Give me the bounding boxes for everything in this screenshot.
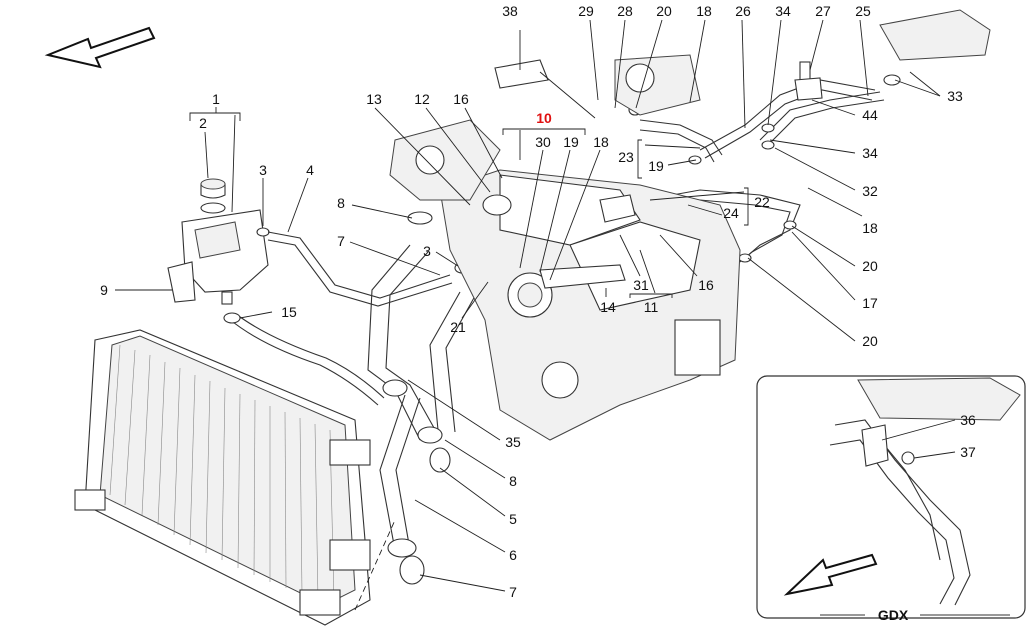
callout-28: 28 bbox=[617, 3, 633, 19]
callout-36: 36 bbox=[960, 412, 976, 428]
callout-numbers: 1 2 3 3 4 5 6 7 7 8 8 9 10 11 12 13 14 1… bbox=[100, 3, 976, 600]
callout-30: 30 bbox=[535, 134, 551, 150]
callout-17: 17 bbox=[862, 295, 878, 311]
callout-11: 11 bbox=[644, 299, 659, 315]
callout-29: 29 bbox=[578, 3, 594, 19]
callout-23: 23 bbox=[618, 149, 634, 165]
callout-1: 1 bbox=[212, 91, 220, 107]
callout-31: 31 bbox=[633, 277, 649, 293]
callout-18: 18 bbox=[593, 134, 609, 150]
callout-20: 20 bbox=[656, 3, 672, 19]
callout-44: 44 bbox=[862, 107, 878, 123]
callout-8: 8 bbox=[509, 473, 517, 489]
callout-26: 26 bbox=[735, 3, 751, 19]
callout-14: 14 bbox=[600, 299, 616, 315]
inset-gdx: GDX bbox=[756, 375, 1026, 623]
callout-34: 34 bbox=[775, 3, 791, 19]
callout-5: 5 bbox=[509, 511, 517, 527]
callout-19: 19 bbox=[563, 134, 579, 150]
callout-19: 19 bbox=[648, 158, 664, 174]
callout-16: 16 bbox=[453, 91, 469, 107]
inset-direction-arrow-icon bbox=[783, 553, 878, 596]
callout-21: 21 bbox=[450, 319, 466, 335]
callout-37: 37 bbox=[960, 444, 976, 460]
callout-38: 38 bbox=[502, 3, 518, 19]
callout-20: 20 bbox=[862, 333, 878, 349]
callout-2: 2 bbox=[199, 115, 207, 131]
expansion-tank bbox=[167, 178, 270, 305]
callout-3: 3 bbox=[259, 162, 267, 178]
callout-20: 20 bbox=[862, 258, 878, 274]
callout-9: 9 bbox=[100, 282, 108, 298]
callout-27: 27 bbox=[815, 3, 831, 19]
callout-34: 34 bbox=[862, 145, 878, 161]
callout-16: 16 bbox=[698, 277, 714, 293]
callout-33: 33 bbox=[947, 88, 963, 104]
callout-7: 7 bbox=[337, 233, 345, 249]
callout-24: 24 bbox=[723, 205, 739, 221]
hose-clamps bbox=[223, 74, 901, 585]
callout-8: 8 bbox=[337, 195, 345, 211]
callout-3: 3 bbox=[423, 243, 431, 259]
callout-25: 25 bbox=[855, 3, 871, 19]
leader-lines bbox=[115, 19, 941, 611]
callout-7: 7 bbox=[509, 584, 517, 600]
callout-4: 4 bbox=[306, 162, 314, 178]
callout-18: 18 bbox=[862, 220, 878, 236]
callout-13: 13 bbox=[366, 91, 382, 107]
callout-32: 32 bbox=[862, 183, 878, 199]
callout-10: 10 bbox=[536, 110, 552, 126]
callout-12: 12 bbox=[414, 91, 430, 107]
callout-18: 18 bbox=[696, 3, 712, 19]
callout-15: 15 bbox=[281, 304, 297, 320]
callout-35: 35 bbox=[505, 434, 521, 450]
inset-label: GDX bbox=[878, 607, 909, 623]
direction-arrow-icon bbox=[44, 26, 156, 69]
radiator bbox=[74, 329, 371, 626]
callout-22: 22 bbox=[754, 194, 770, 210]
callout-6: 6 bbox=[509, 547, 517, 563]
